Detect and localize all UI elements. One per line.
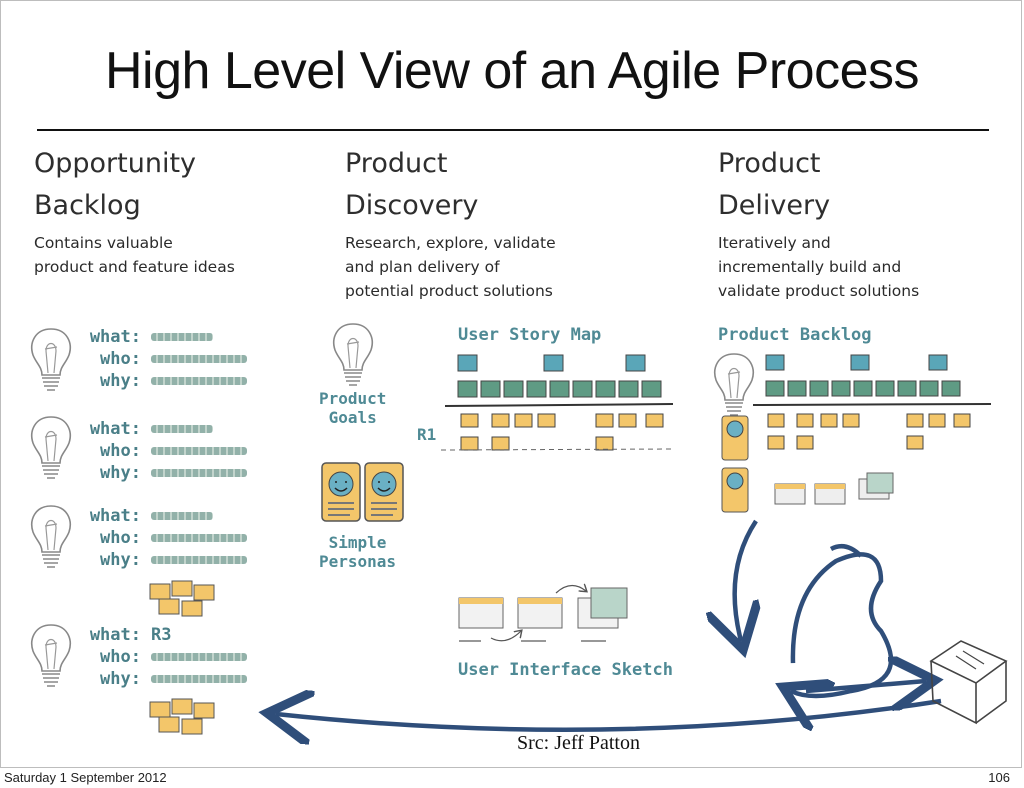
- why-label: why:: [100, 371, 141, 391]
- column-heading-line2: Backlog: [34, 190, 141, 221]
- persona-card-icon: [321, 462, 361, 522]
- why-label: why:: [100, 463, 141, 483]
- who-label: who:: [100, 441, 141, 461]
- idea-card: what: who: why:: [81, 326, 141, 392]
- what-label: what:: [89, 327, 141, 347]
- release-r1-label: R1: [417, 425, 437, 444]
- idea-card: what: who: why:: [81, 418, 141, 484]
- column-product-discovery: Product Discovery Research, explore, val…: [345, 143, 645, 303]
- sticky-cluster: [149, 580, 215, 617]
- column-heading-line1: Product: [345, 148, 448, 179]
- what-label: what:: [89, 506, 141, 526]
- product-backlog-map: [721, 354, 992, 513]
- slide-date: Saturday 1 September 2012: [4, 770, 167, 785]
- column-heading-line2: Discovery: [345, 190, 479, 221]
- why-label: why:: [100, 550, 141, 570]
- column-description: Research, explore, validate and plan del…: [345, 234, 556, 300]
- ui-sketch-label: User Interface Sketch: [458, 660, 673, 680]
- column-product-delivery: Product Delivery Iteratively and increme…: [718, 143, 1008, 303]
- page-number: 106: [988, 770, 1010, 785]
- delivery-cycle-arrows: [276, 519, 941, 730]
- idea-card: what: who: why:: [81, 505, 141, 571]
- idea-card: what: who: why:: [81, 624, 141, 690]
- user-story-map-label: User Story Map: [458, 325, 602, 345]
- title-underline: [37, 129, 989, 131]
- column-opportunity-backlog: Opportunity Backlog Contains valuable pr…: [34, 143, 324, 279]
- scribble: [151, 377, 247, 385]
- shipped-box-icon: [929, 640, 1008, 725]
- what-label: what:: [89, 419, 141, 439]
- scribble: [151, 355, 247, 363]
- product-backlog-label: Product Backlog: [718, 325, 872, 345]
- scribble: [151, 534, 247, 542]
- column-heading-line1: Product: [718, 148, 821, 179]
- sticky-cluster: [149, 698, 215, 735]
- scribble: [151, 425, 213, 433]
- persona-card-icon: [364, 462, 404, 522]
- scribble: [151, 333, 213, 341]
- scribble: [151, 469, 247, 477]
- simple-personas-label: Simple Personas: [319, 533, 397, 571]
- product-goals-bulb-icon: [332, 323, 374, 386]
- user-story-map: [440, 354, 674, 451]
- idea-bulb-icon: [30, 328, 71, 391]
- product-goals-label: Product Goals: [319, 389, 387, 427]
- column-heading-line1: Opportunity: [34, 148, 197, 179]
- why-label: why:: [100, 669, 141, 689]
- scribble: [151, 675, 247, 683]
- column-heading-line2: Delivery: [718, 190, 831, 221]
- column-description: Contains valuable product and feature id…: [34, 234, 235, 276]
- slide-title: High Level View of an Agile Process: [104, 42, 920, 100]
- idea-bulb-icon: [30, 505, 71, 568]
- source-credit: Src: Jeff Patton: [517, 732, 640, 754]
- who-label: who:: [100, 528, 141, 548]
- release-r3-label: R3: [151, 625, 172, 645]
- scribble: [151, 653, 247, 661]
- backlog-bulb-icon: [713, 353, 755, 416]
- sketch-diagram: [30, 323, 1008, 768]
- who-label: who:: [100, 647, 141, 667]
- who-label: who:: [100, 349, 141, 369]
- scribble: [151, 447, 247, 455]
- scribble: [151, 512, 213, 520]
- scribble: [151, 556, 247, 564]
- ui-sketch: [458, 585, 628, 642]
- slide: High Level View of an Agile Process Oppo…: [0, 0, 1022, 768]
- column-description: Iteratively and incrementally build and …: [718, 234, 920, 300]
- idea-bulb-icon: [30, 624, 71, 687]
- idea-bulb-icon: [30, 416, 71, 479]
- what-label: what:: [89, 625, 141, 645]
